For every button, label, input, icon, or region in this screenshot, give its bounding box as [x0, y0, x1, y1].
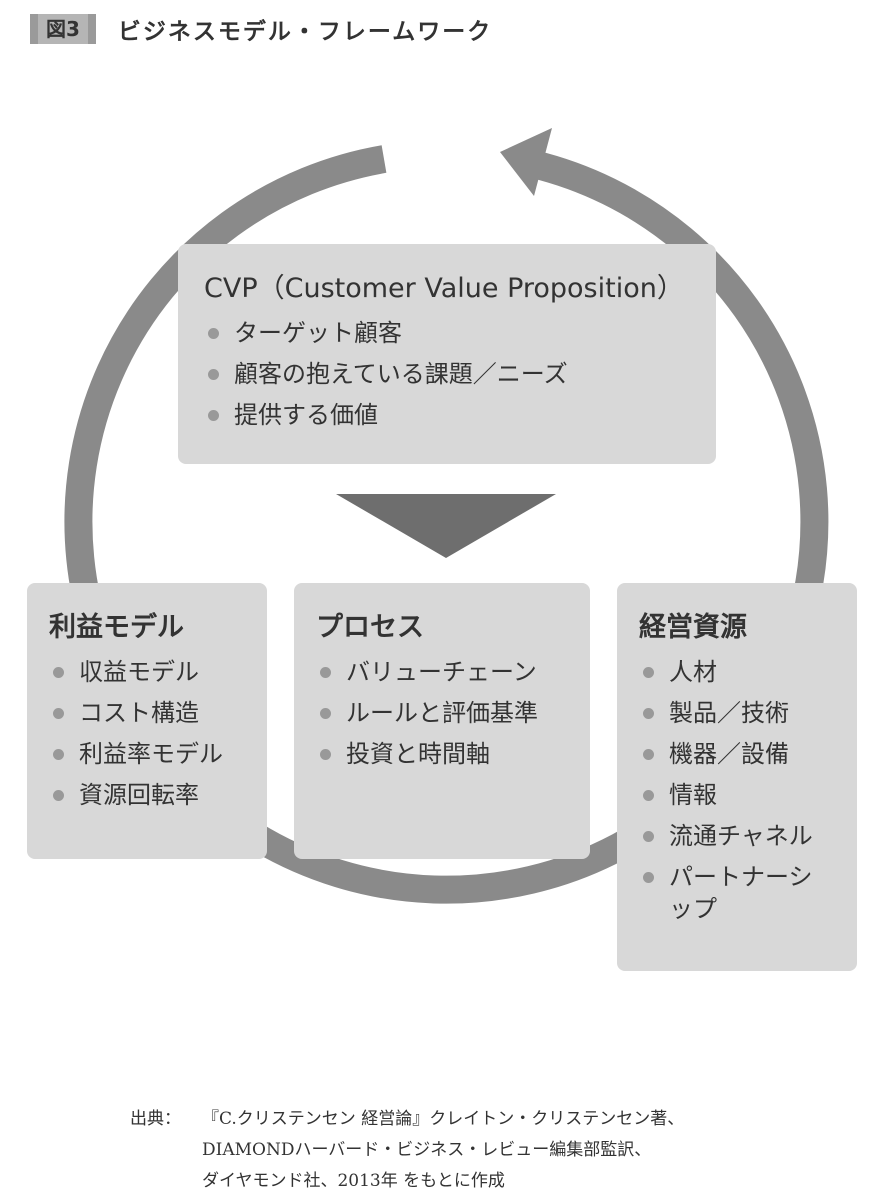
- bullet-icon: [208, 410, 219, 421]
- list-item: ターゲット顧客: [204, 313, 690, 354]
- list-item: コスト構造: [49, 693, 245, 734]
- label-left-cap: [30, 14, 38, 44]
- bullet-icon: [643, 872, 654, 883]
- list-item: 製品／技術: [639, 693, 835, 734]
- list-item: 提供する価値: [204, 395, 690, 436]
- source-lines: 『C.クリステンセン 経営論』クレイトン・クリステンセン著、 DIAMONDハー…: [202, 1104, 830, 1197]
- resources-box: 経営資源 人材 製品／技術 機器／設備 情報 流通チャネル パートナーシップ: [617, 583, 857, 971]
- figure-header: 図3 ビジネスモデル・フレームワーク: [30, 12, 492, 46]
- bullet-icon: [643, 708, 654, 719]
- resources-list: 人材 製品／技術 機器／設備 情報 流通チャネル パートナーシップ: [639, 652, 835, 925]
- bullet-icon: [53, 667, 64, 678]
- bullet-icon: [320, 749, 331, 760]
- source-note: 出典： 『C.クリステンセン 経営論』クレイトン・クリステンセン著、 DIAMO…: [130, 1104, 830, 1197]
- profit-model-list: 収益モデル コスト構造 利益率モデル 資源回転率: [49, 652, 245, 816]
- bullet-icon: [643, 667, 654, 678]
- list-item: ルールと評価基準: [316, 693, 568, 734]
- list-item: 投資と時間軸: [316, 734, 568, 775]
- label-right-cap: [87, 14, 96, 44]
- source-line: DIAMONDハーバード・ビジネス・レビュー編集部監訳、: [202, 1140, 652, 1160]
- list-item: 人材: [639, 652, 835, 693]
- list-item: 資源回転率: [49, 775, 245, 816]
- bullet-icon: [643, 749, 654, 760]
- list-item: バリューチェーン: [316, 652, 568, 693]
- bullet-icon: [53, 708, 64, 719]
- resources-heading: 経営資源: [639, 612, 747, 643]
- figure-label: 図3: [30, 14, 96, 44]
- profit-model-box: 利益モデル 収益モデル コスト構造 利益率モデル 資源回転率: [27, 583, 267, 859]
- list-item: パートナーシップ: [639, 857, 835, 925]
- bullet-icon: [320, 667, 331, 678]
- process-box: プロセス バリューチェーン ルールと評価基準 投資と時間軸: [294, 583, 590, 859]
- bullet-icon: [208, 328, 219, 339]
- source-line: ダイヤモンド社、2013年 をもとに作成: [202, 1171, 505, 1191]
- cvp-box: CVP（Customer Value Proposition） ターゲット顧客 …: [178, 244, 716, 464]
- down-arrow-icon: [336, 494, 556, 558]
- source-line: 『C.クリステンセン 経営論』クレイトン・クリステンセン著、: [202, 1109, 685, 1129]
- bullet-icon: [53, 749, 64, 760]
- bullet-icon: [53, 790, 64, 801]
- figure-title: ビジネスモデル・フレームワーク: [117, 19, 493, 45]
- source-label: 出典：: [130, 1109, 181, 1129]
- cycle-ring: [64, 145, 829, 904]
- list-item: 顧客の抱えている課題／ニーズ: [204, 354, 690, 395]
- bullet-icon: [320, 708, 331, 719]
- profit-model-heading: 利益モデル: [49, 612, 184, 643]
- cvp-heading: CVP（Customer Value Proposition）: [204, 273, 684, 304]
- list-item: 収益モデル: [49, 652, 245, 693]
- bullet-icon: [643, 831, 654, 842]
- bullet-icon: [643, 790, 654, 801]
- process-list: バリューチェーン ルールと評価基準 投資と時間軸: [316, 652, 568, 775]
- list-item: 機器／設備: [639, 734, 835, 775]
- list-item: 利益率モデル: [49, 734, 245, 775]
- cycle-arrowhead-icon: [500, 128, 552, 196]
- list-item: 流通チャネル: [639, 816, 835, 857]
- figure-number: 図3: [38, 14, 88, 44]
- bullet-icon: [208, 369, 219, 380]
- process-heading: プロセス: [316, 612, 424, 643]
- cvp-list: ターゲット顧客 顧客の抱えている課題／ニーズ 提供する価値: [204, 313, 690, 436]
- list-item: 情報: [639, 775, 835, 816]
